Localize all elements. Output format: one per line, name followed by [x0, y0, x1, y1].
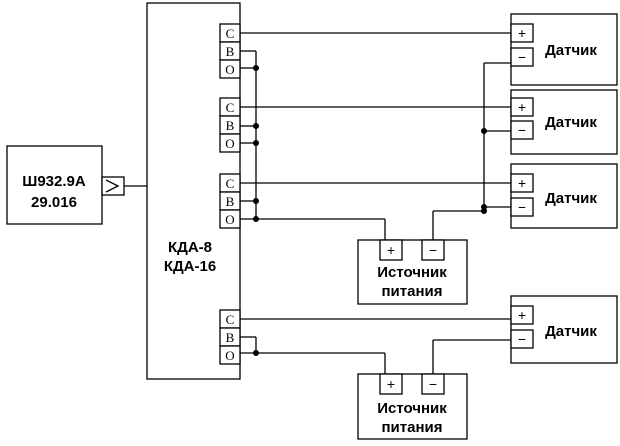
connector-box [101, 176, 125, 196]
psu-label-1: Источник [377, 400, 447, 417]
sensor-label: Датчик [545, 190, 597, 207]
pin-b: В [226, 194, 235, 209]
pin-o: О [225, 212, 234, 227]
terminal-group-4: С В О [219, 309, 241, 365]
sensor-plus: + [518, 25, 526, 41]
sensor-label: Датчик [545, 114, 597, 131]
sensor-minus: − [518, 199, 526, 215]
psu-plus: + [387, 376, 395, 392]
sensor-label: Датчик [545, 323, 597, 340]
sensor-minus: − [518, 331, 526, 347]
sensor-plus: + [518, 175, 526, 191]
terminal-group-2: С В О [219, 97, 241, 153]
psu-label-2: питания [381, 419, 442, 436]
sensor-plus: + [518, 99, 526, 115]
pin-o: О [225, 136, 234, 151]
sensor-plus: + [518, 307, 526, 323]
module-model-2: КДА-16 [164, 258, 216, 275]
pin-b: В [226, 44, 235, 59]
power-supply-2: + − Источник питания [357, 373, 468, 440]
terminal-group-1: С В О [219, 23, 241, 79]
pin-c: С [226, 100, 235, 115]
pin-b: В [226, 330, 235, 345]
sensor-4: + − Датчик [510, 295, 618, 364]
connector-symbol [105, 179, 120, 193]
psu-label-2: питания [381, 283, 442, 300]
sensor-1: + − Датчик [510, 13, 618, 86]
pin-c: С [226, 26, 235, 41]
psu-minus: − [429, 242, 437, 258]
power-supply-1: + − Источник питания [357, 239, 468, 305]
meter-box [6, 145, 103, 225]
psu-label-1: Источник [377, 264, 447, 281]
junctions [253, 65, 487, 356]
terminal-group-3: С В О [219, 173, 241, 229]
pin-o: О [225, 62, 234, 77]
pin-c: С [226, 312, 235, 327]
meter-model: Ш932.9А [22, 173, 86, 190]
sensor-3: + − Датчик [510, 163, 618, 229]
sensor-minus: − [518, 122, 526, 138]
pin-b: В [226, 118, 235, 133]
module-model-1: КДА-8 [168, 239, 212, 256]
psu-plus: + [387, 242, 395, 258]
meter-block: Ш932.9А 29.016 [6, 145, 147, 225]
pin-c: С [226, 176, 235, 191]
psu-minus: − [429, 376, 437, 392]
sensor-2: + − Датчик [510, 89, 618, 155]
meter-code: 29.016 [31, 194, 77, 211]
sensor-label: Датчик [545, 42, 597, 59]
wires [240, 32, 511, 374]
sensor-minus: − [518, 49, 526, 65]
pin-o: О [225, 348, 234, 363]
